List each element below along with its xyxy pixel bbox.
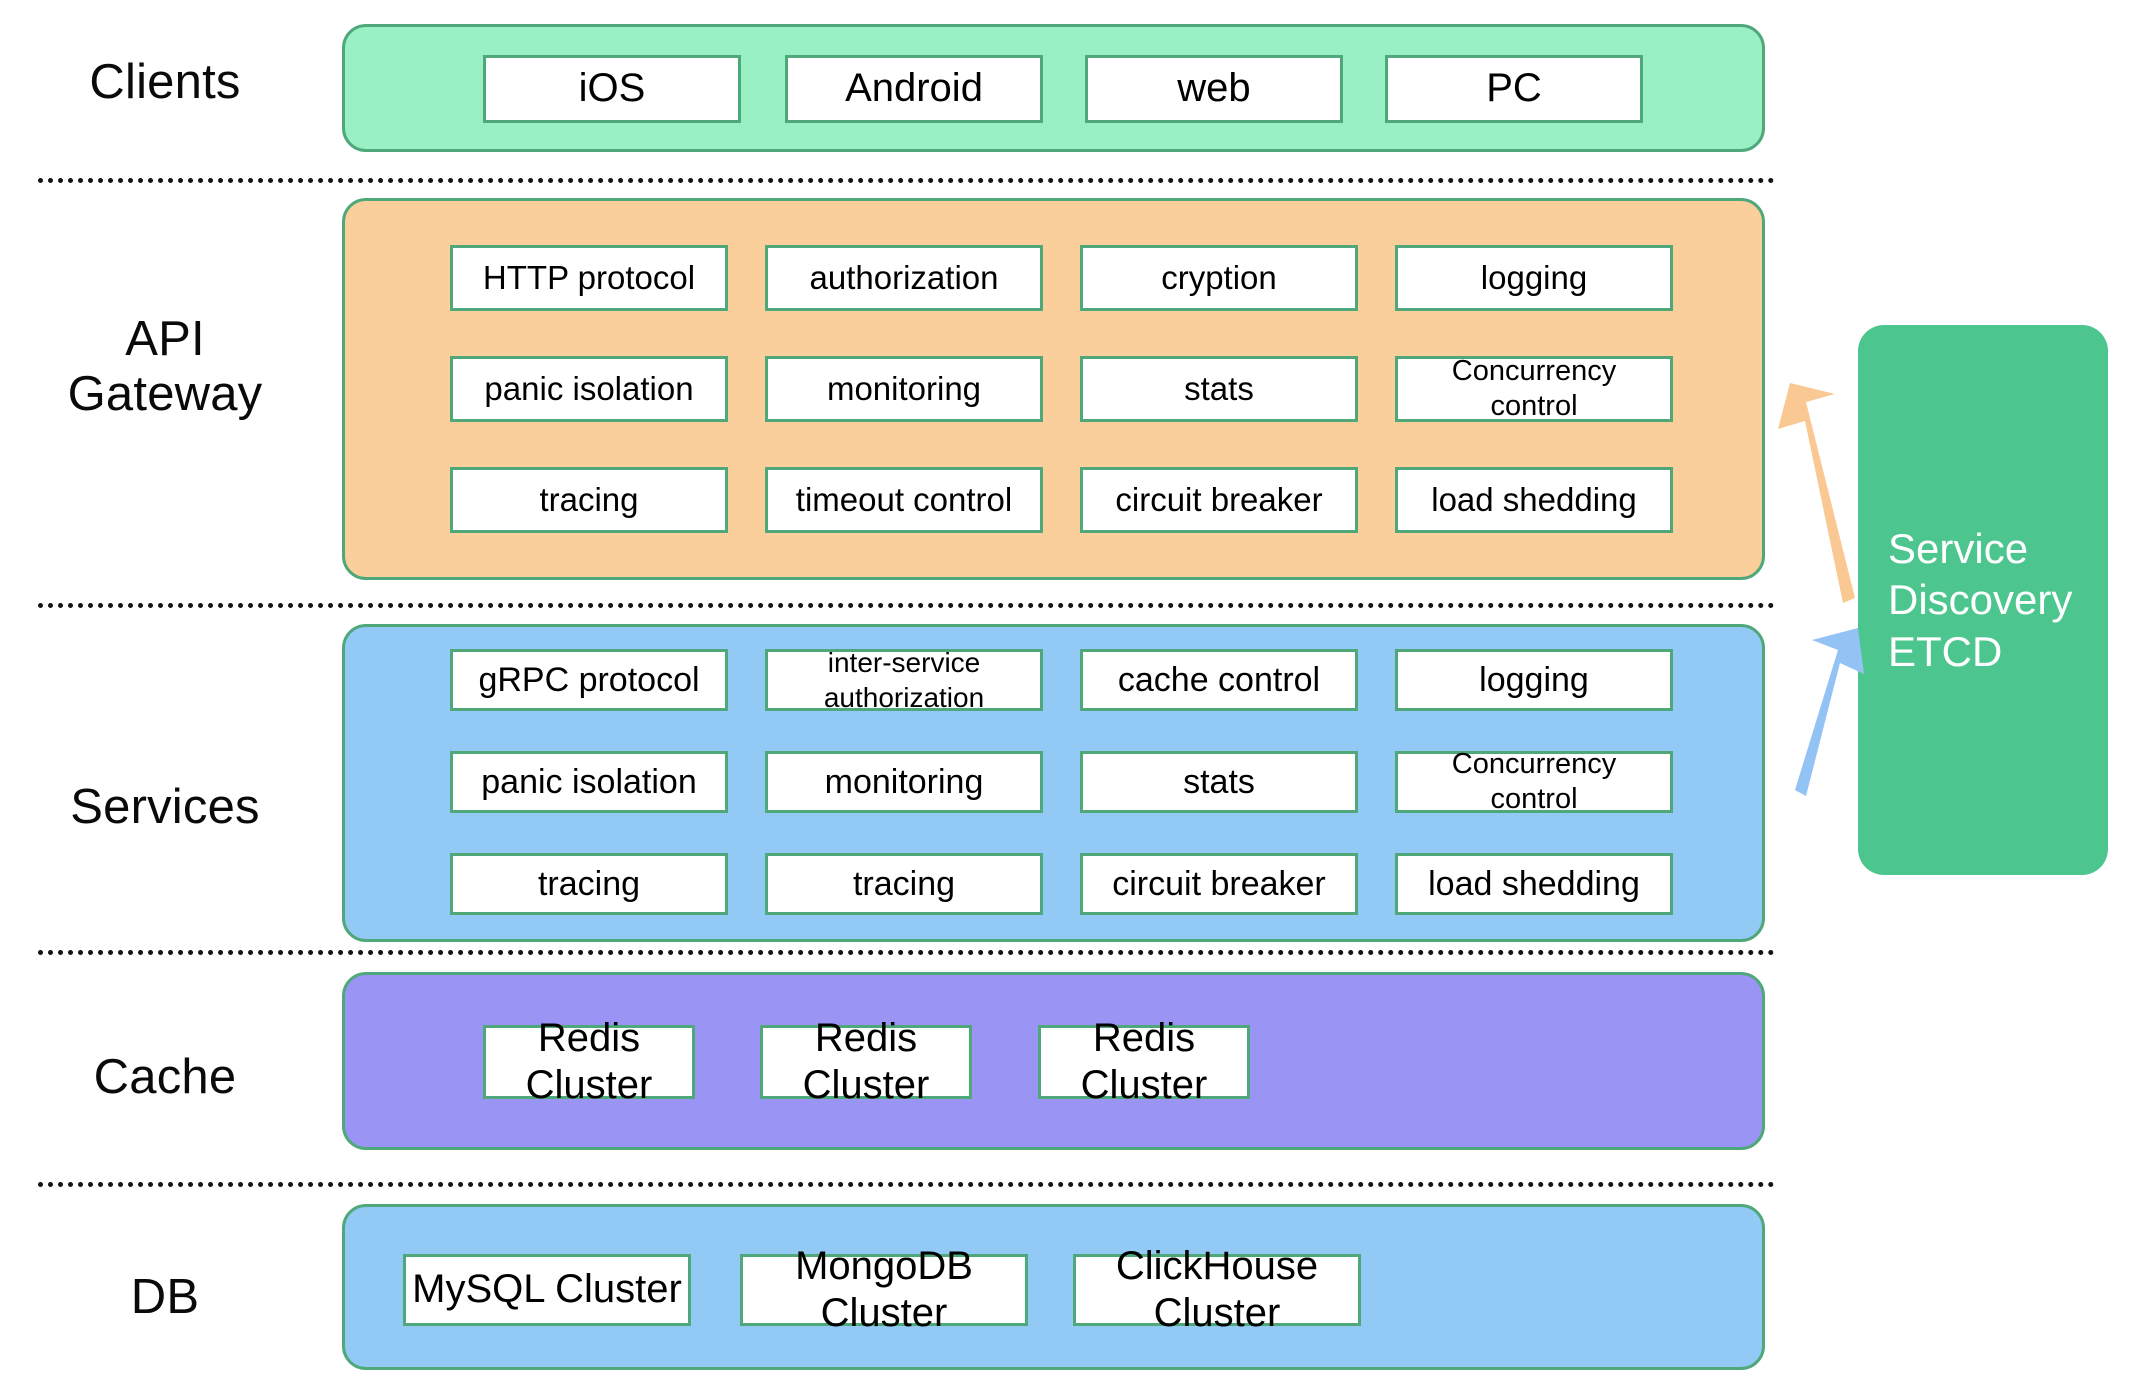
gateway-box-logging[interactable]: logging bbox=[1395, 245, 1673, 311]
service-box-inter-service-authorization[interactable]: inter-service authorization bbox=[765, 647, 1043, 713]
gateway-box-tracing[interactable]: tracing bbox=[450, 467, 728, 533]
gateway-box-monitoring[interactable]: monitoring bbox=[765, 356, 1043, 422]
service-box-grpc-protocol[interactable]: gRPC protocol bbox=[450, 649, 728, 711]
service-box-panic-isolation[interactable]: panic isolation bbox=[450, 751, 728, 813]
service-box-stats[interactable]: stats bbox=[1080, 751, 1358, 813]
row-label-cache: Cache bbox=[93, 1050, 237, 1104]
gateway-box-cryption[interactable]: cryption bbox=[1080, 245, 1358, 311]
service-box-circuit-breaker[interactable]: circuit breaker bbox=[1080, 853, 1358, 915]
cache-box-redis-cluster-2[interactable]: Redis Cluster bbox=[760, 1016, 972, 1107]
divider-services-cache bbox=[38, 950, 1775, 955]
gateway-box-panic-isolation[interactable]: panic isolation bbox=[450, 356, 728, 422]
client-box-ios[interactable]: iOS bbox=[483, 55, 741, 123]
client-box-web[interactable]: web bbox=[1085, 55, 1343, 123]
service-box-cache-control[interactable]: cache control bbox=[1080, 649, 1358, 711]
service-box-monitoring[interactable]: monitoring bbox=[765, 751, 1043, 813]
gateway-box-concurrency-control[interactable]: Concurrency control bbox=[1395, 355, 1673, 422]
arrow-etcd-to-api-gateway bbox=[1778, 383, 1855, 603]
service-box-concurrency-control[interactable]: Concurrency control bbox=[1395, 748, 1673, 815]
gateway-box-stats[interactable]: stats bbox=[1080, 356, 1358, 422]
arrow-services-to-etcd bbox=[1795, 628, 1864, 796]
row-label-db: DB bbox=[130, 1270, 200, 1324]
gateway-box-circuit-breaker[interactable]: circuit breaker bbox=[1080, 467, 1358, 533]
cache-box-redis-cluster-1[interactable]: Redis Cluster bbox=[483, 1016, 695, 1107]
row-label-services: Services bbox=[70, 780, 260, 834]
gateway-box-load-shedding[interactable]: load shedding bbox=[1395, 467, 1673, 533]
row-label-clients: Clients bbox=[89, 55, 241, 109]
layer-db: MySQL Cluster MongoDB Cluster ClickHouse… bbox=[342, 1204, 1765, 1370]
service-box-logging[interactable]: logging bbox=[1395, 649, 1673, 711]
divider-gateway-services bbox=[38, 603, 1775, 608]
db-box-mongodb-cluster[interactable]: MongoDB Cluster bbox=[740, 1244, 1028, 1335]
layer-clients: iOS Android web PC bbox=[342, 24, 1765, 152]
cache-box-redis-cluster-3[interactable]: Redis Cluster bbox=[1038, 1016, 1250, 1107]
client-box-pc[interactable]: PC bbox=[1385, 55, 1643, 123]
service-discovery-etcd-panel[interactable]: Service Discovery ETCD bbox=[1858, 325, 2108, 875]
db-box-mysql-cluster[interactable]: MySQL Cluster bbox=[403, 1254, 691, 1326]
gateway-box-http-protocol[interactable]: HTTP protocol bbox=[450, 245, 728, 311]
layer-services: gRPC protocol inter-service authorizatio… bbox=[342, 624, 1765, 942]
client-box-android[interactable]: Android bbox=[785, 55, 1043, 123]
layer-cache: Redis Cluster Redis Cluster Redis Cluste… bbox=[342, 972, 1765, 1150]
service-box-tracing-1[interactable]: tracing bbox=[450, 853, 728, 915]
service-box-tracing-2[interactable]: tracing bbox=[765, 853, 1043, 915]
row-label-api-gateway: API Gateway bbox=[67, 312, 263, 421]
layer-api-gateway: HTTP protocol authorization cryption log… bbox=[342, 198, 1765, 580]
service-box-load-shedding[interactable]: load shedding bbox=[1395, 853, 1673, 915]
divider-clients-gateway bbox=[38, 178, 1775, 183]
db-box-clickhouse-cluster[interactable]: ClickHouse Cluster bbox=[1073, 1244, 1361, 1335]
divider-cache-db bbox=[38, 1182, 1775, 1187]
gateway-box-authorization[interactable]: authorization bbox=[765, 245, 1043, 311]
gateway-box-timeout-control[interactable]: timeout control bbox=[765, 467, 1043, 533]
